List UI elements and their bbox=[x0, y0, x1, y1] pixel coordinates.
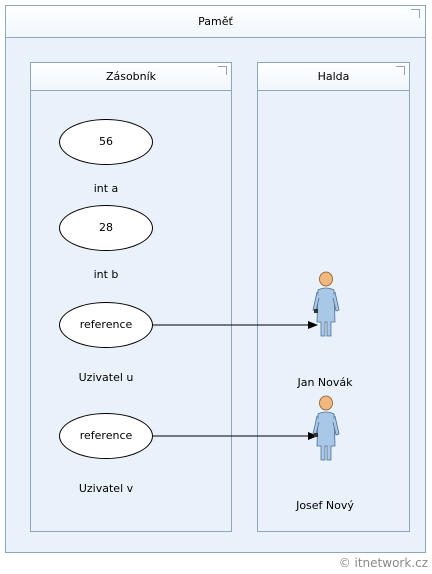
stack-title: Zásobník bbox=[31, 63, 231, 91]
stack-item-label: Uzivatel v bbox=[78, 482, 134, 495]
watermark: © itnetwork.cz bbox=[338, 556, 428, 570]
heap-object-label: Josef Nový bbox=[296, 499, 354, 512]
stack-item-label: int b bbox=[93, 268, 119, 281]
stack-item-label: Uzivatel u bbox=[78, 371, 134, 384]
stack-reference-ellipse: reference bbox=[59, 413, 153, 459]
heap-title: Halda bbox=[258, 63, 409, 91]
person-icon bbox=[312, 271, 340, 337]
memory-corner bbox=[411, 9, 420, 18]
person-icon bbox=[312, 395, 340, 461]
stack-reference-ellipse: reference bbox=[59, 302, 153, 348]
stack-value-ellipse: 28 bbox=[59, 205, 153, 251]
stack-value-ellipse: 56 bbox=[59, 119, 153, 165]
memory-title: Paměť bbox=[6, 6, 425, 38]
heap-corner bbox=[396, 66, 405, 75]
stack-item-label: int a bbox=[93, 182, 119, 195]
stack-corner bbox=[218, 66, 227, 75]
heap-object-label: Jan Novák bbox=[297, 376, 353, 389]
